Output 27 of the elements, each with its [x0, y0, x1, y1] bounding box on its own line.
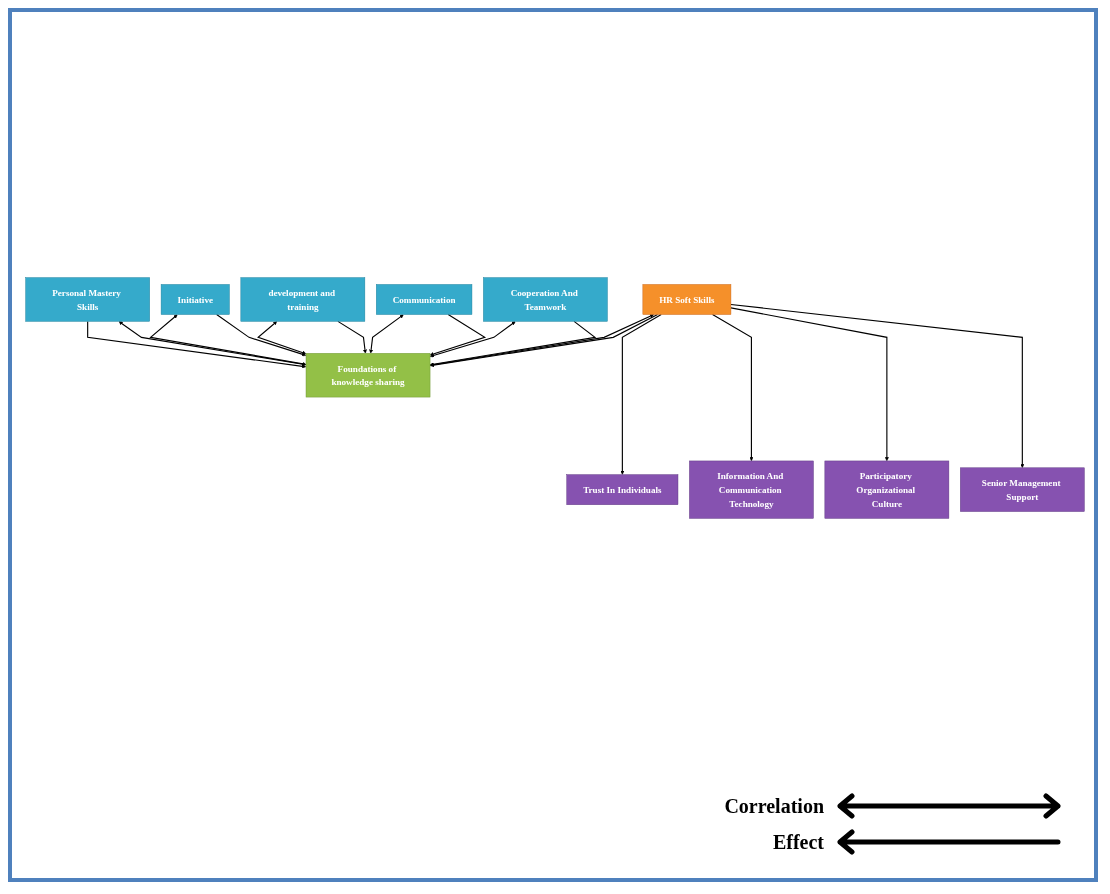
arrow — [216, 313, 307, 357]
node-box: HR Soft Skills — [642, 284, 732, 315]
legend-label: Effect — [772, 830, 824, 854]
arrow — [369, 314, 404, 354]
node-box: Participatory Organizational Culture — [824, 460, 950, 519]
node-box: Information And Communication Technology — [689, 460, 814, 519]
arrow — [730, 307, 889, 462]
node-box: Cooperation And Teamwork — [483, 277, 608, 322]
arrow — [711, 313, 754, 462]
node-box: development and training — [240, 277, 366, 322]
node-box: Personal Mastery Skills — [25, 277, 150, 322]
node-box: Initiative — [160, 284, 230, 315]
node-box: Trust In Individuals — [566, 474, 679, 505]
arrow — [118, 321, 307, 367]
arrow — [620, 313, 662, 475]
arrow — [337, 320, 367, 354]
arrow — [87, 320, 307, 369]
arrow — [429, 313, 487, 356]
node-box: Foundations of knowledge sharing — [305, 353, 431, 398]
arrow — [429, 321, 516, 358]
node-box: Senior Management Support — [960, 467, 1085, 512]
arrow — [257, 321, 307, 355]
legend-label: Correlation — [724, 794, 824, 818]
arrow — [429, 320, 597, 367]
arrow — [730, 303, 1025, 468]
arrow — [149, 314, 307, 366]
node-box: Communication — [376, 284, 473, 315]
